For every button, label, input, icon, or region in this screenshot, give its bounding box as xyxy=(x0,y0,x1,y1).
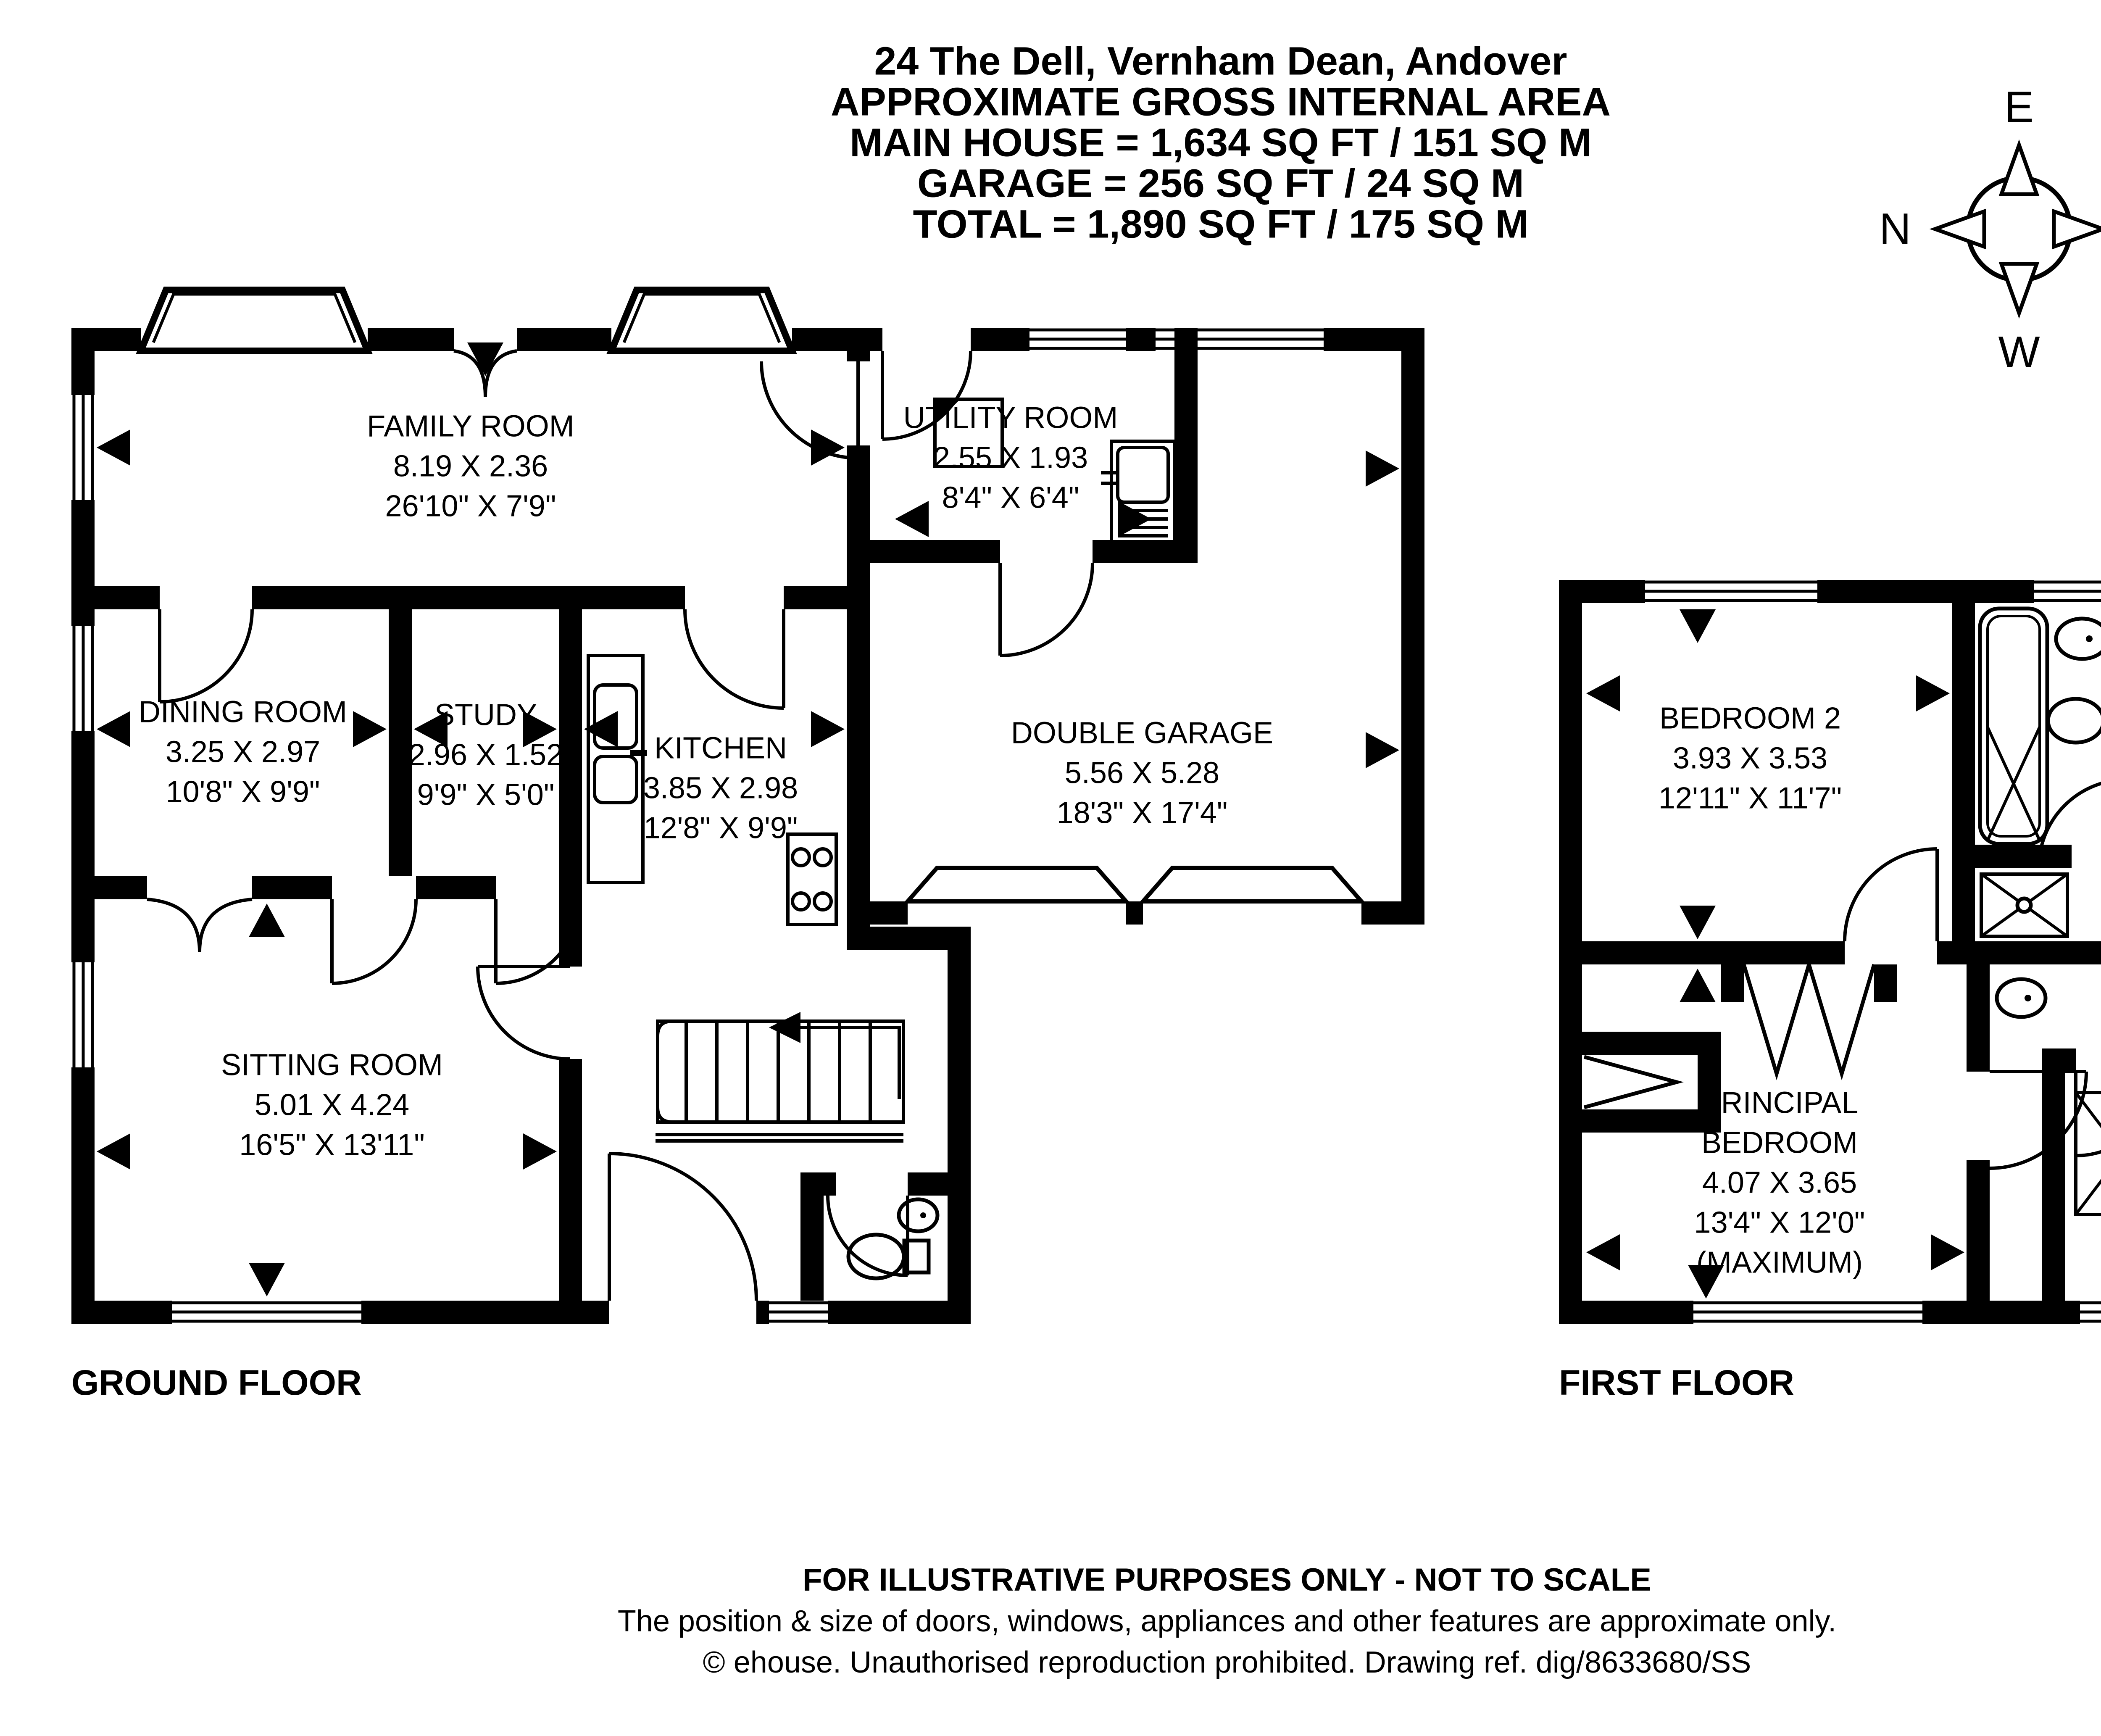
kitchen-units xyxy=(587,654,838,926)
hob-icon xyxy=(786,832,838,926)
first-dimension-markers xyxy=(1586,609,1964,1299)
room-name: STUDY xyxy=(434,698,537,732)
room-name: UTILITY ROOM xyxy=(903,401,1118,435)
room-label-utility: UTILITY ROOM 2.55 X 1.93 8'4" X 6'4" xyxy=(903,398,1118,518)
first-floor-title: FIRST FLOOR xyxy=(1559,1363,1794,1402)
room-imperial: 10'8" X 9'9" xyxy=(166,775,320,809)
room-metric: 3.85 X 2.98 xyxy=(643,771,798,805)
room-imperial: 26'10" X 7'9" xyxy=(385,489,556,523)
ground-dimension-markers xyxy=(97,342,1399,1296)
room-metric: 3.25 X 2.97 xyxy=(165,735,321,769)
room-name: FAMILY ROOM xyxy=(367,409,574,443)
ground-wc xyxy=(846,1197,940,1280)
room-metric: 5.01 X 4.24 xyxy=(254,1088,410,1122)
room-label-dining: DINING ROOM 3.25 X 2.97 10'8" X 9'9" xyxy=(139,693,347,812)
plan-header: 24 The Dell, Vernham Dean, Andover APPRO… xyxy=(831,41,1611,245)
room-name: PRINCIPAL xyxy=(1701,1086,1859,1120)
room-name: DINING ROOM xyxy=(139,695,347,729)
sink-icon xyxy=(1995,977,2048,1019)
room-name: BEDROOM xyxy=(1701,1126,1858,1160)
garage-area: GARAGE = 256 SQ FT / 24 SQ M xyxy=(917,161,1524,206)
main-house-area: MAIN HOUSE = 1,634 SQ FT / 151 SQ M xyxy=(850,120,1592,165)
footer-copyright: © ehouse. Unauthorised reproduction proh… xyxy=(703,1646,1751,1679)
kitchen-sink-icon xyxy=(587,654,647,884)
room-label-principal: PRINCIPAL BEDROOM 4.07 X 3.65 13'4" X 12… xyxy=(1694,1083,1865,1283)
total-area: TOTAL = 1,890 SQ FT / 175 SQ M xyxy=(913,202,1529,247)
ground-floor-plan xyxy=(71,287,1424,1324)
room-name: KITCHEN xyxy=(654,731,787,765)
plan-footer: FOR ILLUSTRATIVE PURPOSES ONLY - NOT TO … xyxy=(618,1560,1836,1683)
utility-units xyxy=(933,398,1176,544)
bathroom-fixtures xyxy=(1978,606,2101,1019)
first-floor-plan xyxy=(1559,580,2101,1324)
shower-room-fixtures xyxy=(2074,1091,2101,1216)
footer-disclaimer: FOR ILLUSTRATIVE PURPOSES ONLY - NOT TO … xyxy=(803,1562,1651,1598)
room-note: (MAXIMUM) xyxy=(1696,1246,1863,1280)
shower-icon xyxy=(2074,1091,2101,1216)
first-walls xyxy=(1559,580,2101,1324)
compass-icon xyxy=(1929,139,2101,319)
room-imperial: 9'9" X 5'0" xyxy=(417,778,555,812)
bay-window-icon xyxy=(136,287,797,354)
ground-windows xyxy=(72,328,1324,1323)
room-metric: 5.56 X 5.28 xyxy=(1064,756,1220,790)
room-metric: 2.55 X 1.93 xyxy=(933,441,1088,475)
room-label-sitting: SITTING ROOM 5.01 X 4.24 16'5" X 13'11" xyxy=(221,1046,443,1165)
address-title: 24 The Dell, Vernham Dean, Andover xyxy=(874,39,1567,84)
ground-walls xyxy=(71,328,1424,1324)
wardrobe-icon xyxy=(1583,964,1876,1109)
room-imperial: 12'8" X 9'9" xyxy=(643,811,798,845)
ground-stairs-icon xyxy=(656,1012,905,1143)
room-name: SITTING ROOM xyxy=(221,1048,443,1082)
room-imperial: 12'11" X 11'7" xyxy=(1658,781,1842,815)
room-imperial: 18'3" X 17'4" xyxy=(1056,796,1228,830)
washing-machine-icon xyxy=(933,398,1004,468)
room-name: BEDROOM 2 xyxy=(1659,701,1841,735)
airing-cupboard-icon xyxy=(1980,872,2069,938)
room-label-study: STUDY 2.96 X 1.52 9'9" X 5'0" xyxy=(408,695,563,815)
room-metric: 3.93 X 3.53 xyxy=(1672,741,1828,775)
ground-floor-title: GROUND FLOOR xyxy=(71,1363,362,1402)
first-windows xyxy=(1645,580,2101,1323)
footer-note: The position & size of doors, windows, a… xyxy=(617,1604,1837,1638)
compass-west-label: W xyxy=(1998,327,2040,377)
room-metric: 4.07 X 3.65 xyxy=(1702,1166,1857,1200)
compass-north-label: N xyxy=(1879,204,1911,254)
room-metric: 2.96 X 1.52 xyxy=(408,738,563,772)
room-label-family: FAMILY ROOM 8.19 X 2.36 26'10" X 7'9" xyxy=(367,407,574,527)
room-label-bedroom2: BEDROOM 2 3.93 X 3.53 12'11" X 11'7" xyxy=(1659,699,1842,819)
area-subtitle: APPROXIMATE GROSS INTERNAL AREA xyxy=(830,79,1611,124)
bath-icon xyxy=(1978,606,2049,846)
toilet-icon xyxy=(2046,697,2101,745)
toilet-icon xyxy=(846,1233,931,1280)
room-imperial: 16'5" X 13'11" xyxy=(239,1128,425,1162)
room-imperial: 13'4" X 12'0" xyxy=(1694,1206,1865,1240)
sink-icon xyxy=(897,1197,940,1233)
garage-door-icon xyxy=(903,866,1366,904)
sink-icon xyxy=(2054,616,2101,661)
room-name: DOUBLE GARAGE xyxy=(1011,716,1274,750)
room-metric: 8.19 X 2.36 xyxy=(393,449,548,483)
room-label-garage: DOUBLE GARAGE 5.56 X 5.28 18'3" X 17'4" xyxy=(1011,714,1273,833)
room-label-kitchen: KITCHEN 3.85 X 2.98 12'8" X 9'9" xyxy=(643,729,798,848)
ground-doors xyxy=(147,349,1094,1301)
compass-east-label: E xyxy=(2004,82,2034,132)
room-imperial: 8'4" X 6'4" xyxy=(942,481,1079,515)
utility-sink-icon xyxy=(1101,440,1176,544)
